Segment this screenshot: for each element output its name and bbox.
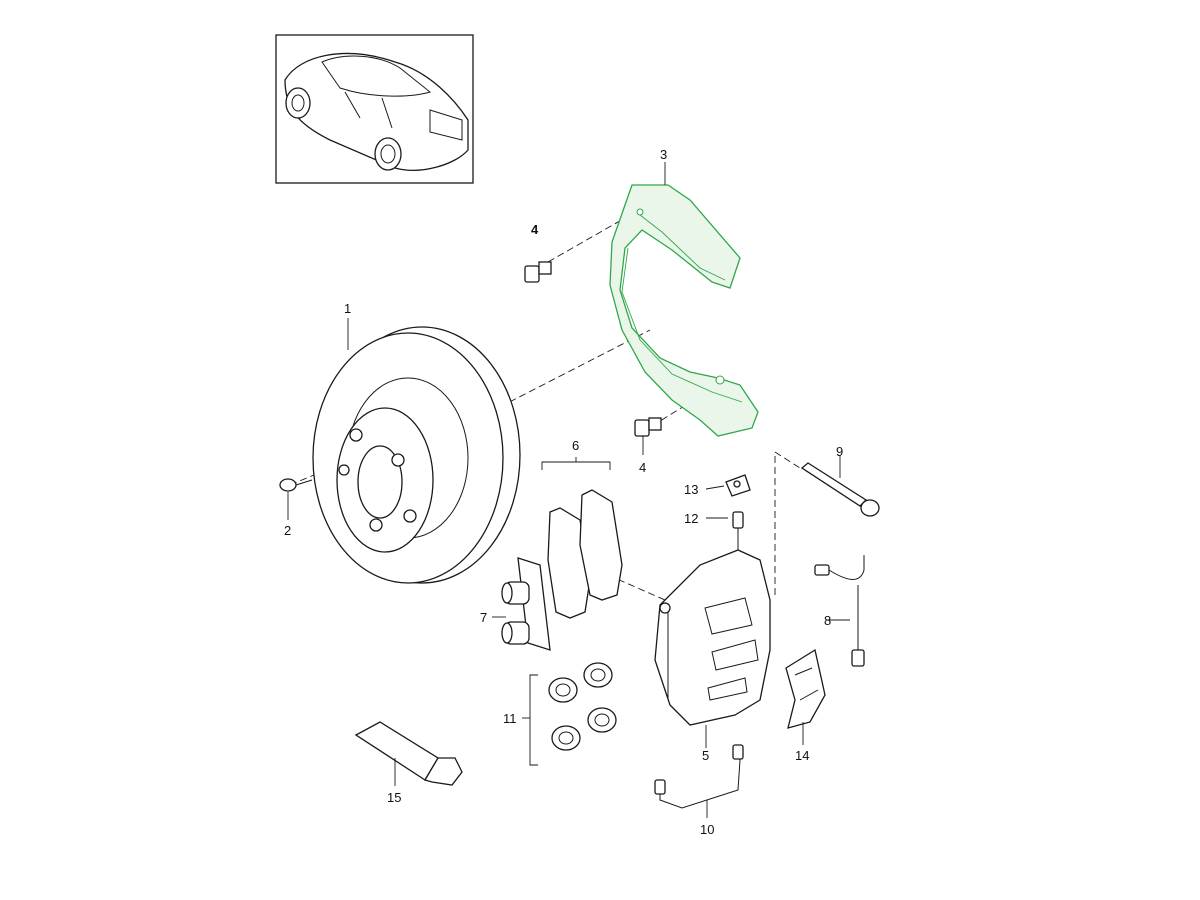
wear-sensor[interactable] xyxy=(814,555,865,667)
disc-screw[interactable] xyxy=(279,478,313,492)
brake-caliper[interactable] xyxy=(654,549,771,726)
callout-5: 5 xyxy=(702,748,709,763)
spring-clip[interactable] xyxy=(785,648,826,729)
callout-9: 9 xyxy=(836,444,843,459)
callout-4-upper: 4 xyxy=(531,222,539,237)
callout-13: 13 xyxy=(684,482,698,497)
callout-11: 11 xyxy=(503,711,517,726)
shield-bolt-lower[interactable] xyxy=(634,417,662,437)
damper-plate[interactable] xyxy=(501,557,551,651)
shield-bolt-upper[interactable] xyxy=(524,261,552,283)
brake-disc[interactable] xyxy=(312,326,521,584)
callout-6: 6 xyxy=(572,438,579,453)
brake-shield[interactable] xyxy=(609,184,759,437)
callout-8: 8 xyxy=(824,613,831,628)
callout-3: 3 xyxy=(660,147,667,162)
vehicle-thumbnail xyxy=(275,34,474,184)
callout-1: 1 xyxy=(344,301,351,316)
callouts: 1 2 3 4 4 5 6 7 8 9 10 11 12 13 14 15 xyxy=(284,147,843,837)
caliper-bolt[interactable] xyxy=(800,462,880,517)
leader-lines xyxy=(287,162,850,818)
callout-7: 7 xyxy=(480,610,487,625)
seal-kit[interactable] xyxy=(548,662,617,751)
car-icon xyxy=(284,52,469,171)
brake-pads[interactable] xyxy=(547,489,623,619)
grease-tube[interactable] xyxy=(354,721,463,786)
callout-14: 14 xyxy=(795,748,809,763)
callout-12: 12 xyxy=(684,511,698,526)
callout-4-lower: 4 xyxy=(639,460,646,475)
bleeder-cap[interactable] xyxy=(725,474,751,497)
callout-2: 2 xyxy=(284,523,291,538)
callout-10: 10 xyxy=(700,822,714,837)
brake-line[interactable] xyxy=(654,744,744,809)
bleeder-valve[interactable] xyxy=(732,511,744,550)
callout-15: 15 xyxy=(387,790,401,805)
